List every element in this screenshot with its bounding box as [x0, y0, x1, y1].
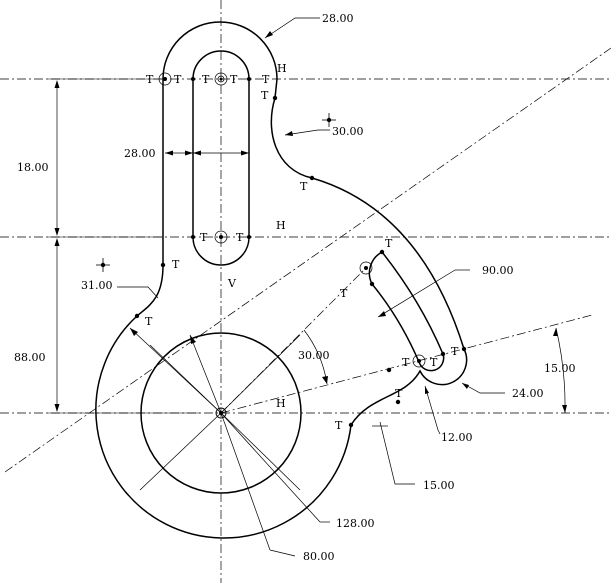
constraint-tangent[interactable]: T — [402, 356, 410, 369]
point-slot-end[interactable] — [417, 359, 421, 363]
ring-mid — [214, 230, 228, 244]
tangent-point-6[interactable] — [369, 281, 375, 287]
dim-12-label[interactable]: 12.00 — [441, 431, 473, 444]
constraint-tangent[interactable]: T — [200, 231, 208, 244]
dim-88-label[interactable]: 88.00 — [14, 351, 46, 364]
tangent-point-1[interactable] — [272, 95, 278, 101]
diagonal-centerline — [4, 47, 611, 473]
point-top-3[interactable] — [219, 77, 223, 81]
dimension-labels: 28.00 30.00 28.00 18.00 31.00 88.00 90.0… — [14, 12, 576, 563]
point-mid-center[interactable] — [219, 235, 223, 239]
dim-28-top-label[interactable]: 28.00 — [322, 12, 354, 25]
origin-ring — [215, 407, 227, 419]
tangent-point-4[interactable] — [134, 313, 140, 319]
dim-80-line[interactable] — [220, 412, 271, 551]
constraint-tangent[interactable]: T — [202, 73, 210, 86]
ring-slot-end — [412, 354, 426, 368]
dim-31-leader[interactable] — [117, 286, 159, 299]
dimension-graphics — [48, 17, 567, 557]
point-top-2[interactable] — [191, 77, 195, 81]
constraint-horizontal[interactable]: H — [277, 62, 287, 75]
dim-24-leader[interactable] — [461, 382, 505, 394]
dim-90-line[interactable] — [377, 269, 456, 318]
dim-12-leader[interactable] — [424, 385, 441, 435]
ring-arc-center — [359, 261, 373, 275]
dim-28-width-label[interactable]: 28.00 — [124, 147, 156, 160]
tangent-point-9[interactable] — [386, 367, 392, 373]
point-arc-center[interactable] — [364, 266, 368, 270]
dim-128-line[interactable] — [220, 412, 321, 523]
constraint-tangent[interactable]: T — [395, 387, 403, 400]
tangent-point-10[interactable] — [395, 399, 401, 405]
constraint-tangent[interactable]: T — [236, 231, 244, 244]
point-mid-left[interactable] — [191, 235, 195, 239]
constraint-vertical[interactable]: V — [227, 277, 237, 290]
constraint-tangent[interactable]: T — [451, 345, 459, 358]
constraint-tangent[interactable]: T — [261, 89, 269, 102]
constraint-tangent[interactable]: T — [230, 73, 238, 86]
dim-28-top-leader[interactable] — [264, 17, 320, 39]
ring-top-2 — [214, 72, 228, 86]
ring-top-2-inner — [217, 75, 225, 83]
sketch-points — [96, 72, 467, 428]
point-top-4[interactable] — [247, 77, 251, 81]
point-mid-right[interactable] — [247, 235, 251, 239]
dim-15-bottom-leader[interactable] — [379, 421, 415, 485]
dim-24-label[interactable]: 24.00 — [512, 387, 544, 400]
constraint-tangent[interactable]: T — [146, 73, 154, 86]
constraint-horizontal[interactable]: H — [276, 219, 286, 232]
constraint-tangent[interactable]: T — [385, 237, 393, 250]
constraint-tangent[interactable]: T — [430, 356, 438, 369]
tangent-point-8[interactable] — [461, 346, 467, 352]
constraint-tangent[interactable]: T — [300, 180, 308, 193]
dim-15-bottom-label[interactable]: 15.00 — [423, 479, 455, 492]
tangent-point-11[interactable] — [348, 422, 354, 428]
constraint-labels: T T T T T H T T T T H T V T T T T T T T … — [145, 62, 459, 432]
dim-30-leader[interactable] — [284, 129, 330, 136]
constraint-horizontal[interactable]: H — [276, 397, 286, 410]
dim-30-label[interactable]: 30.00 — [332, 125, 364, 138]
tangent-point-5[interactable] — [379, 249, 385, 255]
arc-slot[interactable] — [368, 251, 445, 372]
constraint-tangent[interactable]: T — [145, 315, 153, 328]
dim-80-label[interactable]: 80.00 — [303, 550, 335, 563]
dim-31-label[interactable]: 31.00 — [81, 279, 113, 292]
constraint-tangent[interactable]: T — [174, 73, 182, 86]
outer-profile[interactable] — [95, 21, 468, 539]
tangent-point-3[interactable] — [160, 262, 166, 268]
constraint-tangent[interactable]: T — [262, 73, 270, 86]
tangent-point-7[interactable] — [440, 351, 446, 357]
dim-15-right-label[interactable]: 15.00 — [544, 362, 576, 375]
dim-90-label[interactable]: 90.00 — [482, 264, 514, 277]
dim-128-label[interactable]: 128.00 — [336, 517, 375, 530]
constraint-tangent[interactable]: T — [172, 258, 180, 271]
tangent-point-2[interactable] — [309, 175, 315, 181]
constraint-tangent[interactable]: T — [340, 287, 348, 300]
point-top-1[interactable] — [163, 77, 167, 81]
angled-centerline — [220, 314, 593, 414]
constraint-tangent[interactable]: T — [335, 419, 343, 432]
sketch-geometry — [95, 21, 468, 539]
dim-30-angle-label[interactable]: 30.00 — [298, 349, 330, 362]
dim-18-label[interactable]: 18.00 — [17, 161, 49, 174]
